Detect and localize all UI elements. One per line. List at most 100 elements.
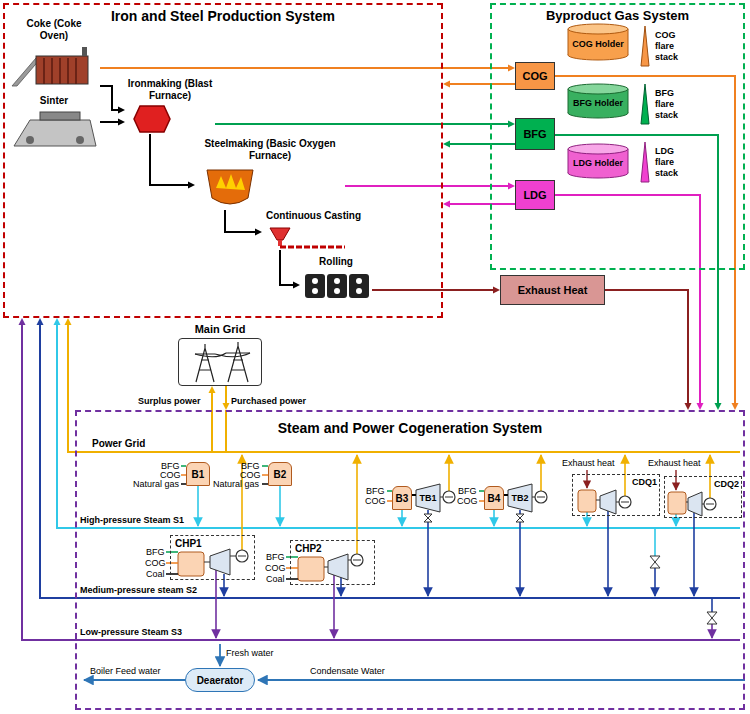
flow-connector bbox=[555, 135, 722, 410]
connector-line bbox=[68, 323, 75, 452]
gas-box: BFG bbox=[515, 118, 555, 150]
node-text: Steelmaking (Basic Oxygen Furnace) bbox=[203, 138, 338, 162]
gas-holder: BFG Holder bbox=[568, 84, 628, 118]
converter-illustration bbox=[216, 174, 245, 190]
steam-header-line bbox=[75, 597, 740, 599]
node-text: CHP2 bbox=[295, 543, 322, 554]
node-text: Exhaust Heat bbox=[518, 284, 588, 296]
power-output-line bbox=[540, 455, 542, 491]
flow-connector bbox=[37, 318, 76, 598]
turbine: TB1 bbox=[416, 484, 440, 512]
power-tower-illustration bbox=[226, 342, 250, 382]
connector-line bbox=[57, 323, 75, 528]
node-text: BFG flare stack bbox=[655, 88, 695, 121]
connector-line bbox=[215, 123, 510, 125]
high-pressure-steam-line bbox=[654, 528, 656, 556]
steam-header-line bbox=[212, 410, 226, 452]
process-unit: Coke (Coke Oven) bbox=[8, 18, 100, 92]
low-pressure-steam-line bbox=[711, 624, 713, 638]
turbine-symbol bbox=[688, 492, 702, 516]
gas-holder-illustration bbox=[568, 144, 628, 154]
turbine-symbol bbox=[210, 549, 230, 575]
fuel-input-line bbox=[166, 466, 484, 557]
diagram-label: COG bbox=[457, 496, 478, 507]
process-unit: Continuous Casting bbox=[262, 210, 365, 250]
connector-line bbox=[555, 76, 735, 405]
flow-connector bbox=[209, 386, 216, 410]
node-text: BFG Holder bbox=[573, 98, 623, 108]
process-unit: Steelmaking (Basic Oxygen Furnace) bbox=[195, 138, 345, 210]
fuel-input-line bbox=[166, 475, 484, 568]
exhaust-heat-arrow bbox=[587, 470, 676, 490]
flow-connector bbox=[605, 290, 692, 410]
medium-pressure-steam-line bbox=[519, 510, 521, 596]
node-text: CDQ2 bbox=[714, 479, 739, 489]
gas-box: Exhaust Heat bbox=[500, 275, 605, 305]
rolling-mill-illustration bbox=[356, 278, 362, 284]
exhaust-heat-arrow bbox=[586, 470, 587, 488]
turbine-symbol bbox=[210, 484, 702, 580]
gas-holder: LDG Holder bbox=[568, 144, 628, 178]
connector-line bbox=[100, 121, 120, 123]
medium-pressure-steam-line bbox=[223, 574, 225, 596]
flow-connector bbox=[225, 210, 262, 236]
high-pressure-steam-line bbox=[197, 486, 199, 526]
flare-stack: BFG flare stack bbox=[638, 82, 706, 126]
coke-oven-illustration bbox=[12, 47, 88, 86]
continuous-casting-illustration bbox=[270, 228, 290, 240]
converter-illustration bbox=[207, 170, 253, 204]
turbine-symbol bbox=[508, 484, 532, 512]
rolling-mill-illustration bbox=[305, 274, 325, 298]
boiler-box: B2 bbox=[268, 462, 292, 486]
node-text: Sinter bbox=[40, 95, 68, 107]
flare-stack-illustration bbox=[641, 84, 649, 124]
flare-stack: COG flare stack bbox=[638, 24, 706, 68]
process-unit: Rolling bbox=[300, 256, 372, 302]
steam-header-line bbox=[75, 410, 740, 640]
flow-connector bbox=[65, 318, 76, 452]
connector-line bbox=[504, 494, 508, 496]
node-text: LDG Holder bbox=[573, 158, 623, 168]
connector-line bbox=[225, 210, 257, 232]
boiler-symbol bbox=[178, 552, 204, 576]
continuous-casting-illustration bbox=[278, 240, 282, 246]
diagram-label: BFG bbox=[266, 552, 285, 563]
flare-stack: LDG flare stack bbox=[638, 140, 706, 184]
diagram-label: COG bbox=[265, 563, 286, 574]
diagram-label: BFG bbox=[146, 547, 165, 558]
rolling-mill-illustration bbox=[312, 288, 318, 294]
node-text: B4 bbox=[488, 493, 501, 504]
coke-oven-illustration bbox=[36, 56, 88, 84]
diagram-label: Medium-pressure steam S2 bbox=[80, 585, 197, 596]
turbine: TB2 bbox=[508, 484, 532, 512]
sinter-machine-illustration bbox=[76, 136, 84, 144]
connector-line bbox=[448, 83, 515, 85]
high-pressure-steam-line bbox=[493, 510, 495, 526]
connector-line bbox=[150, 134, 190, 185]
arrowhead bbox=[493, 287, 500, 294]
valve-symbol bbox=[707, 612, 717, 624]
connector-line bbox=[448, 203, 515, 205]
node-text: Deaerator bbox=[197, 675, 244, 686]
arrowhead bbox=[715, 403, 722, 410]
flow-connector bbox=[372, 287, 500, 294]
diagram-label: Coal bbox=[266, 574, 285, 585]
diagram-label: Boiler Feed water bbox=[90, 666, 161, 677]
diagram-label: Exhaust heat bbox=[562, 458, 615, 469]
process-unit: Sinter bbox=[8, 95, 100, 150]
coke-oven-illustration bbox=[44, 58, 76, 84]
gas-holder: COG Holder bbox=[568, 24, 628, 60]
connector-line bbox=[211, 391, 213, 410]
arrowhead bbox=[209, 386, 216, 393]
high-pressure-steam-line bbox=[675, 514, 677, 526]
sinter-machine-illustration bbox=[14, 120, 96, 146]
power-tower-illustration bbox=[195, 344, 215, 382]
arrowhead bbox=[443, 81, 450, 88]
flow-connector bbox=[100, 65, 515, 72]
continuous-casting-illustration bbox=[270, 228, 345, 247]
chp-unit: CHP2 bbox=[290, 540, 375, 585]
steam-header-line bbox=[75, 639, 740, 641]
flow-connector bbox=[19, 318, 76, 640]
flow-connector bbox=[223, 386, 230, 410]
